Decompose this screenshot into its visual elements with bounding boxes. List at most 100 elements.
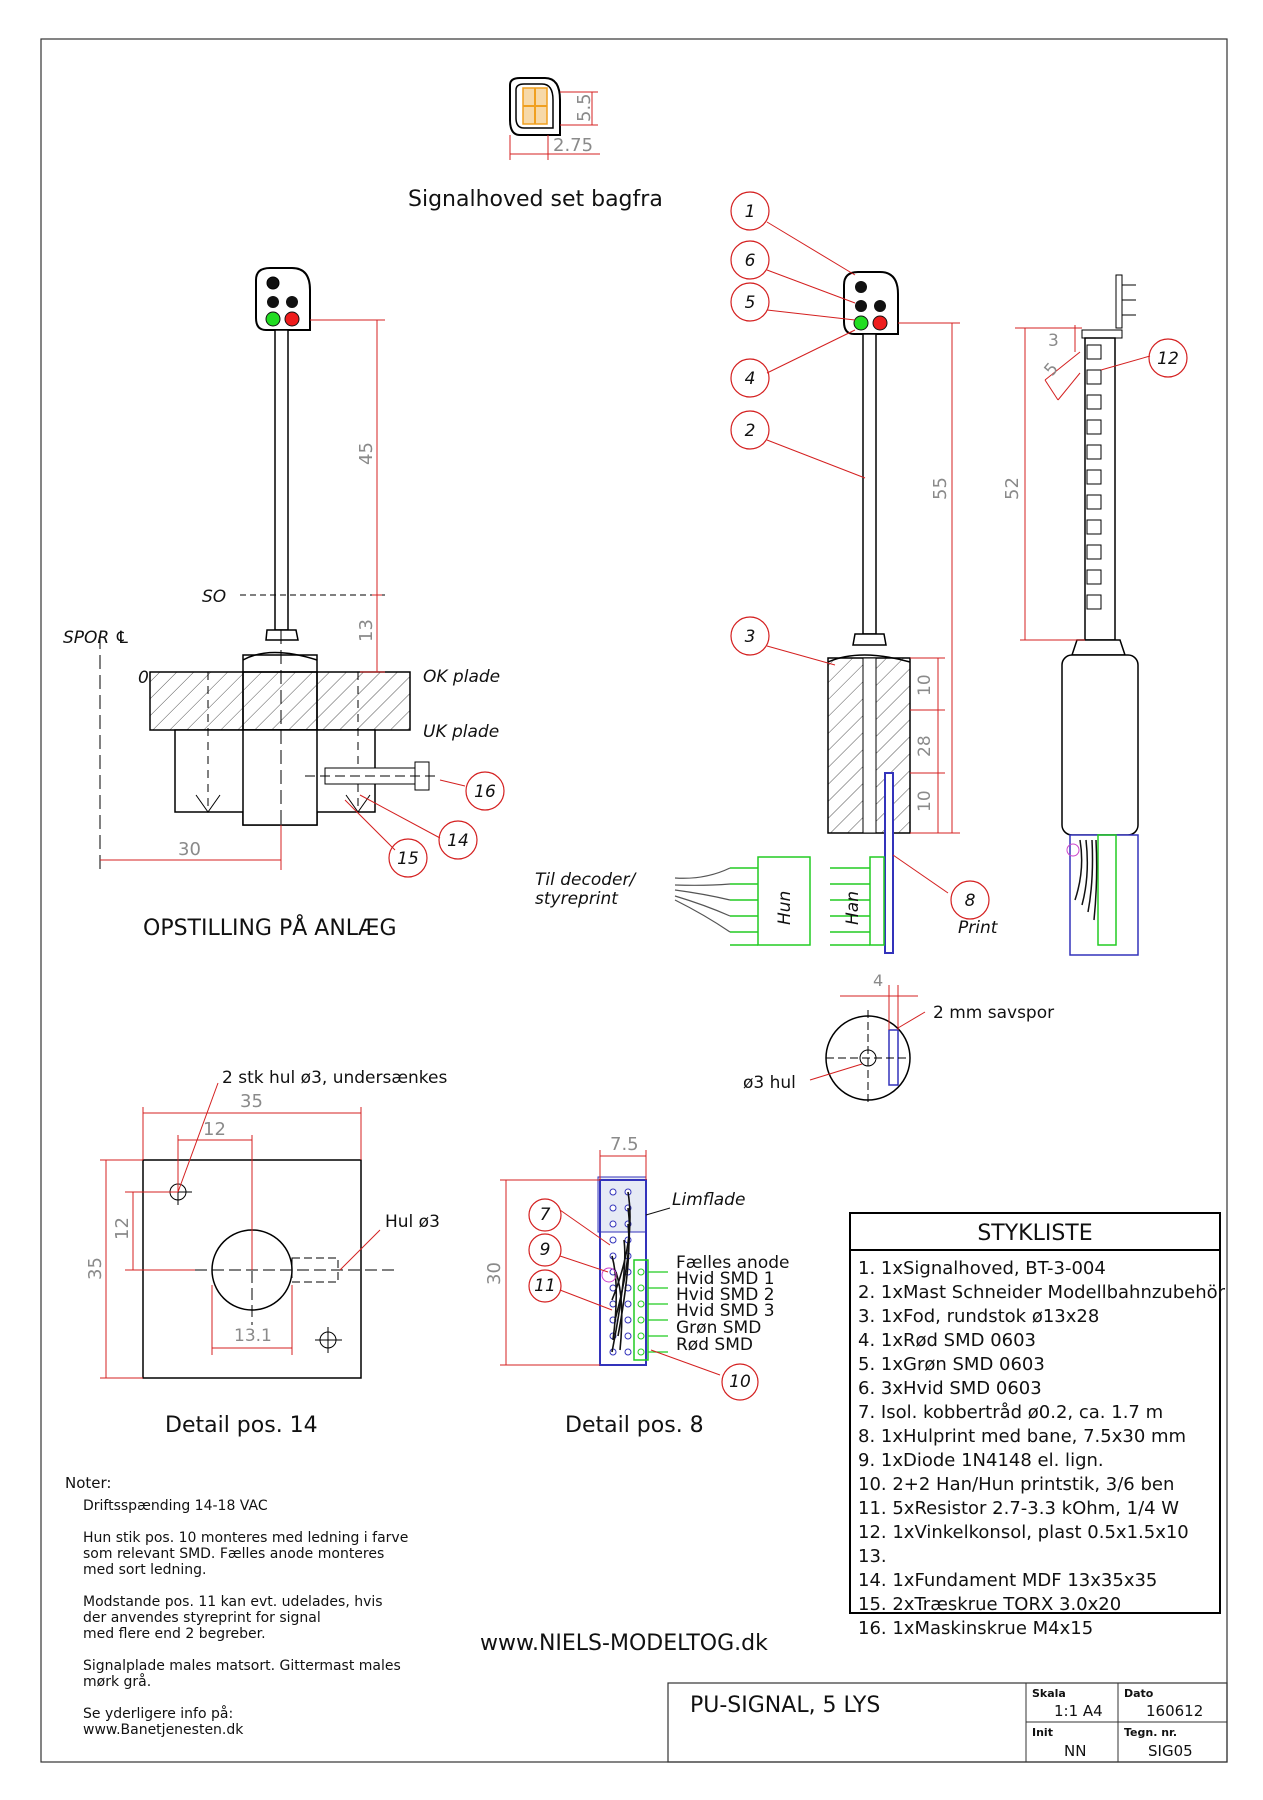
balloon-10: 10 xyxy=(721,1363,759,1401)
pin-label-2: Hvid SMD 2 xyxy=(676,1285,775,1305)
balloon-6: 6 xyxy=(730,240,770,280)
parts-list-item: 4. 1xRød SMD 0603 xyxy=(858,1330,1036,1351)
track-label: SPOR ℄ xyxy=(63,628,130,648)
parts-list-item: 9. 1xDiode 1N4148 el. lign. xyxy=(858,1450,1104,1471)
dim-head-width: 2.75 xyxy=(553,135,593,156)
green-light xyxy=(265,311,281,327)
balloon-7: 7 xyxy=(528,1198,562,1232)
savspor-label: 2 mm savspor xyxy=(933,1003,1054,1023)
title-block: PU-SIGNAL, 5 LYS Skala 1:1 A4 Dato 16061… xyxy=(667,1682,1228,1763)
detail-8: 7.5 30 Limflade Fælles anode Hvid SMD 1 … xyxy=(484,1134,789,1438)
parts-list-item: 5. 1xGrøn SMD 0603 xyxy=(858,1354,1045,1375)
balloon-15: 15 xyxy=(388,838,428,878)
limflade-label: Limflade xyxy=(672,1190,745,1210)
dato-value: 160612 xyxy=(1146,1702,1203,1720)
side-view: 52 3 5 xyxy=(1002,274,1151,956)
balloon-3: 3 xyxy=(730,616,770,656)
note-line: Modstande pos. 11 kan evt. udelades, hvi… xyxy=(83,1594,383,1610)
item-balloons: 1 2 3 4 5 6 7 8 9 10 11 12 14 15 16 xyxy=(388,191,1188,1401)
dim-head-height: 5.5 xyxy=(574,93,595,122)
svg-text:11: 11 xyxy=(534,1276,556,1296)
svg-text:9: 9 xyxy=(540,1240,551,1260)
dim-10-top: 10 xyxy=(915,674,935,696)
dim-45: 45 xyxy=(356,442,377,465)
dim-52: 52 xyxy=(1002,477,1023,500)
dim-12-height: 12 xyxy=(112,1217,133,1240)
svg-text:7: 7 xyxy=(540,1205,551,1225)
note-line: med flere end 2 begreber. xyxy=(83,1626,266,1642)
svg-text:12: 12 xyxy=(1157,349,1179,369)
dim-10-bottom: 10 xyxy=(915,790,935,812)
head-back-title: Signalhoved set bagfra xyxy=(408,187,663,212)
note-line: Signalplade males matsort. Gittermast ma… xyxy=(83,1658,401,1674)
hole-center-label: Hul ø3 xyxy=(385,1212,440,1232)
installation-view: 45 13 30 SO SPOR ℄ 0 OK plade UK plade O… xyxy=(63,267,500,941)
dim-5: 5 xyxy=(1041,359,1063,380)
website-label: www.NIELS-MODELTOG.dk xyxy=(480,1631,768,1656)
balloon-8: 8 xyxy=(950,880,990,920)
svg-text:3: 3 xyxy=(745,627,756,647)
notes-heading: Noter: xyxy=(65,1474,111,1492)
decoder-label-1: Til decoder/ xyxy=(535,870,637,890)
init-value: NN xyxy=(1064,1742,1086,1760)
svg-text:16: 16 xyxy=(474,782,496,802)
hun-label: Hun xyxy=(775,891,795,925)
parts-list-item: 1. 1xSignalhoved, BT-3-004 xyxy=(858,1258,1106,1279)
note-line: med sort ledning. xyxy=(83,1562,207,1578)
balloon-14: 14 xyxy=(438,820,478,860)
svg-text:8: 8 xyxy=(965,891,976,911)
note-line: Se yderligere info på: xyxy=(83,1705,233,1722)
note-line: mørk grå. xyxy=(83,1673,151,1690)
holes-label: 2 stk hul ø3, undersænkes xyxy=(222,1068,448,1088)
zero-label: 0 xyxy=(138,668,149,688)
parts-list-item: 10. 2+2 Han/Hun printstik, 3/6 ben xyxy=(858,1474,1174,1495)
dim-4: 4 xyxy=(873,971,883,990)
parts-list-item: 6. 3xHvid SMD 0603 xyxy=(858,1378,1042,1399)
parts-list-item: 16. 1xMaskinskrue M4x15 xyxy=(858,1618,1093,1639)
balloon-4: 4 xyxy=(730,358,770,398)
svg-text:2: 2 xyxy=(745,421,756,441)
svg-text:1: 1 xyxy=(745,202,756,222)
dim-13: 13 xyxy=(356,619,377,642)
balloon-5: 5 xyxy=(730,282,770,322)
pin-label-0: Fælles anode xyxy=(676,1253,789,1273)
dim-35-height: 35 xyxy=(85,1257,106,1280)
svg-text:5: 5 xyxy=(745,293,756,313)
pin-label-1: Hvid SMD 1 xyxy=(676,1269,775,1289)
parts-list: STYKLISTE 1. 1xSignalhoved, BT-3-004 2. 1… xyxy=(849,1212,1226,1639)
parts-list-item: 2. 1xMast Schneider Modellbahnzubehör xyxy=(858,1282,1226,1303)
ok-plate-label: OK plade xyxy=(423,667,500,687)
decoder-label-2: styreprint xyxy=(535,889,619,909)
parts-list-title: STYKLISTE xyxy=(977,1221,1092,1246)
pin-label-4: Grøn SMD xyxy=(676,1318,761,1338)
dim-35-width: 35 xyxy=(240,1091,263,1112)
parts-list-item: 14. 1xFundament MDF 13x35x35 xyxy=(858,1570,1157,1591)
uk-plate-label: UK plade xyxy=(423,722,499,742)
pin-label-5: Rød SMD xyxy=(676,1335,753,1355)
note-line: Hun stik pos. 10 monteres med ledning i … xyxy=(83,1530,408,1546)
pin-label-3: Hvid SMD 3 xyxy=(676,1301,775,1321)
assembly-view: 55 10 2 8 10 Hun Han Til decoder/ styrepr… xyxy=(535,271,1054,1105)
signal-head-back-view: 5.5 2.75 Signalhoved set bagfra xyxy=(408,77,663,212)
parts-list-item: 12. 1xVinkelkonsol, plast 0.5x1.5x10 xyxy=(858,1522,1189,1543)
print-label: Print xyxy=(958,918,999,938)
parts-list-item: 8. 1xHulprint med bane, 7.5x30 mm xyxy=(858,1426,1186,1447)
detail-8-title: Detail pos. 8 xyxy=(565,1413,704,1438)
dim-55: 55 xyxy=(930,477,951,500)
detail-14: 35 12 35 12 13.1 2 stk hul ø3, undersænk… xyxy=(85,1068,448,1438)
balloon-2: 2 xyxy=(730,410,770,450)
red-light xyxy=(284,311,300,327)
han-label: Han xyxy=(843,891,863,925)
drawing-border xyxy=(40,38,1228,1763)
dim-13-1: 13.1 xyxy=(234,1326,272,1346)
dim-30-pcb: 30 xyxy=(484,1262,505,1285)
svg-text:15: 15 xyxy=(397,849,419,869)
dim-7-5: 7.5 xyxy=(610,1134,639,1155)
parts-list-item: 3. 1xFod, rundstok ø13x28 xyxy=(858,1306,1099,1327)
parts-list-item: 13. xyxy=(858,1546,887,1567)
parts-list-item: 15. 2xTræskrue TORX 3.0x20 xyxy=(858,1594,1121,1615)
skala-value: 1:1 A4 xyxy=(1054,1702,1103,1720)
svg-text:6: 6 xyxy=(745,251,756,271)
